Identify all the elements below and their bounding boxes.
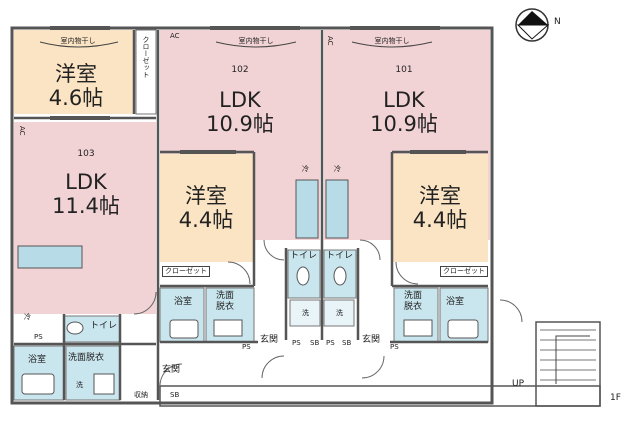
ldk-size-101: 10.9帖	[370, 112, 438, 136]
stair-up-label: UP	[512, 379, 525, 389]
toilet-label-103: トイレ	[90, 321, 118, 331]
storage-103: 収納	[134, 391, 148, 399]
fridge-103: 冷	[24, 313, 31, 321]
indoor-drying-102: 室内物干し	[238, 37, 274, 45]
room-101-western	[392, 154, 488, 262]
ldk-name-101: LDK	[383, 88, 425, 112]
basin-103	[93, 373, 115, 395]
bath-label-103: 浴室	[28, 355, 47, 365]
ps-103: PS	[34, 333, 43, 341]
closet-103	[135, 29, 157, 115]
ps-102: PS	[292, 339, 301, 347]
basin-102	[213, 319, 243, 337]
fridge-101: 冷	[334, 165, 341, 173]
toilet-label-102: トイレ	[290, 251, 318, 261]
basin-101	[403, 319, 433, 337]
ac-103: AC	[18, 126, 26, 136]
unit-number-102: 102	[231, 65, 249, 75]
bathtub-102	[169, 319, 199, 339]
toilet-103	[63, 315, 121, 343]
bath-label-102: 浴室	[174, 297, 193, 307]
washer-101: 洗	[336, 309, 343, 317]
entrance-102: 玄関	[260, 335, 279, 345]
entrance-101: 玄関	[362, 335, 381, 345]
drying-rails	[39, 41, 433, 48]
ldk-name-103: LDK	[65, 170, 107, 194]
unit-number-101: 101	[395, 65, 413, 75]
wash-space-102	[289, 299, 321, 327]
wash-space-101	[323, 299, 355, 327]
ps-101: PS	[326, 339, 335, 347]
floor-label: 1F	[610, 393, 621, 403]
north-arrow-icon	[515, 8, 550, 42]
ps-101-b: PS	[390, 343, 399, 351]
windows	[50, 26, 466, 154]
stairwell	[535, 321, 601, 407]
western-size-101: 4.4帖	[412, 208, 468, 232]
kitchen-101	[325, 179, 349, 239]
western-name-102: 洋室	[185, 184, 227, 208]
room-103-western	[14, 30, 134, 114]
stair-arrow	[555, 335, 590, 384]
ps-102-b: PS	[242, 343, 251, 351]
ac-101: AC	[326, 36, 334, 46]
bathtub-101	[447, 319, 479, 339]
wash-label-103: 洗面脱衣	[68, 353, 105, 363]
door-swings	[133, 239, 523, 387]
room-102-western	[160, 154, 254, 262]
room-103-ldk	[14, 122, 156, 314]
toilet-bowl-103	[66, 321, 84, 335]
sb-102: SB	[310, 339, 320, 347]
bath-label-101: 浴室	[446, 297, 465, 307]
ac-102: AC	[170, 32, 180, 40]
wash-label-101-b: 脱衣	[404, 302, 423, 312]
entrance-103: 玄関	[162, 365, 181, 375]
kitchen-103	[17, 245, 83, 269]
sb-101: SB	[342, 339, 352, 347]
washer-102: 洗	[302, 309, 309, 317]
toilet-label-101: トイレ	[326, 251, 354, 261]
bathtub-103	[21, 373, 55, 395]
kitchen-102	[295, 179, 319, 239]
unit-number-103: 103	[77, 149, 95, 159]
ldk-name-102: LDK	[219, 88, 261, 112]
western-size-103: 4.6帖	[48, 86, 104, 110]
western-name-101: 洋室	[419, 184, 461, 208]
north-label: N	[554, 17, 561, 27]
indoor-drying-101: 室内物干し	[374, 37, 410, 45]
wash-label-101-a: 洗面	[404, 291, 423, 301]
wash-label-102-a: 洗面	[216, 291, 235, 301]
sb-103: SB	[170, 391, 180, 399]
western-size-102: 4.4帖	[178, 208, 234, 232]
indoor-drying-103: 室内物干し	[60, 37, 96, 45]
closet-label-102: クローゼット	[162, 266, 210, 277]
closet-label-101: クローゼット	[440, 266, 488, 277]
toilet-bowl-101	[333, 266, 347, 286]
ldk-size-103: 11.4帖	[52, 194, 120, 218]
western-name-103: 洋室	[55, 62, 97, 86]
stair-treads	[540, 329, 596, 381]
toilet-bowl-102	[296, 266, 310, 286]
closet-label-103: クローゼット	[142, 36, 150, 78]
washer-103: 洗	[76, 381, 83, 389]
ldk-size-102: 10.9帖	[206, 112, 274, 136]
fridge-102: 冷	[302, 165, 309, 173]
wash-label-102-b: 脱衣	[216, 302, 235, 312]
